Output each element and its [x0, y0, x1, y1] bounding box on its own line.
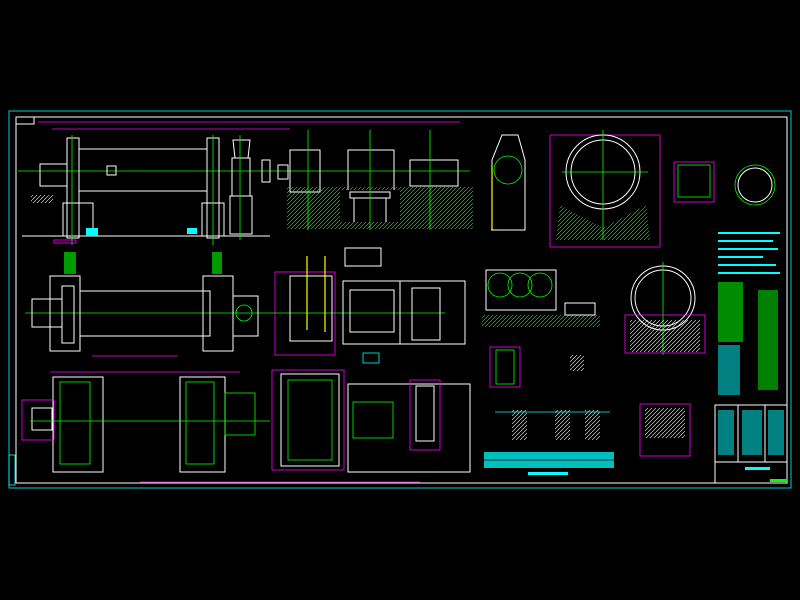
- end-views: [491, 130, 776, 248]
- title-block: [714, 404, 788, 484]
- mill-section-views: [482, 262, 706, 457]
- parts-table: [484, 452, 614, 475]
- mill-elevation-view: [18, 121, 470, 245]
- detail-sections: [495, 410, 610, 440]
- drive-elevation-view: [261, 130, 473, 230]
- foundation-plan-view: [21, 369, 471, 483]
- technical-notes: [718, 232, 780, 395]
- mill-plan-view: [25, 247, 466, 364]
- drawing-frame: [8, 110, 792, 489]
